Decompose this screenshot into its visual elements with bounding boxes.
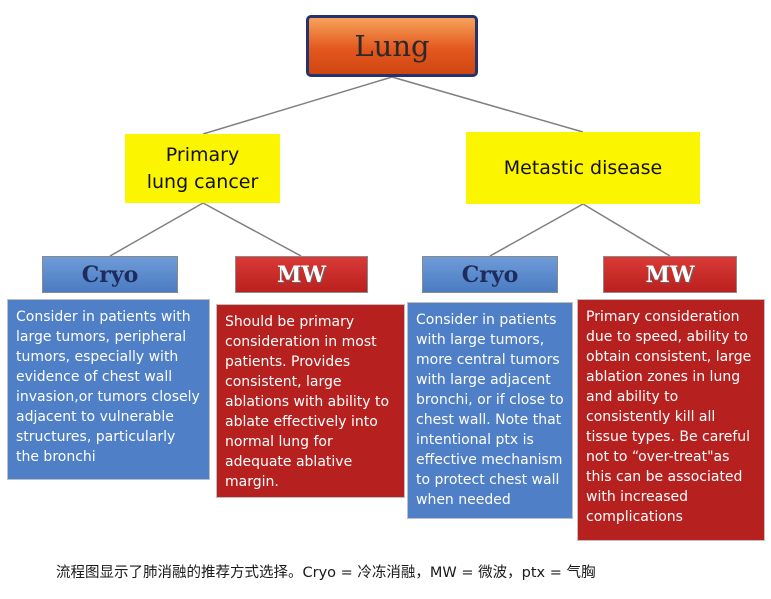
- method-node-primary-mw: MW: [235, 256, 368, 293]
- root-node-lung: Lung: [306, 15, 478, 77]
- connector-primary-cryo: [109, 202, 204, 257]
- description-primary-cryo: Consider in patients with large tumors, …: [7, 299, 210, 480]
- branch-node-metastatic-disease: Metastic disease: [466, 132, 700, 204]
- method-node-primary-cryo: Cryo: [42, 256, 178, 293]
- figure-caption: 流程图显示了肺消融的推荐方式选择。Cryo = 冷冻消融，MW = 微波，ptx…: [56, 565, 596, 581]
- connector-metastatic-cryo: [489, 203, 584, 257]
- connector-metastatic-mw: [582, 203, 671, 257]
- connector-root-primary: [202, 76, 393, 135]
- description-primary-mw: Should be primary consideration in most …: [216, 304, 405, 498]
- branch-node-primary-lung-cancer: Primary lung cancer: [125, 134, 280, 203]
- connector-primary-mw: [202, 202, 302, 257]
- branch-label-primary: Primary lung cancer: [146, 143, 259, 193]
- method-node-metastatic-cryo: Cryo: [422, 256, 558, 293]
- description-metastatic-cryo: Consider in patients with large tumors, …: [407, 302, 573, 519]
- method-node-metastatic-mw: MW: [603, 256, 737, 293]
- connector-root-metastatic: [391, 76, 584, 133]
- branch-label-metastatic: Metastic disease: [503, 156, 663, 179]
- description-metastatic-mw: Primary consideration due to speed, abil…: [577, 299, 765, 541]
